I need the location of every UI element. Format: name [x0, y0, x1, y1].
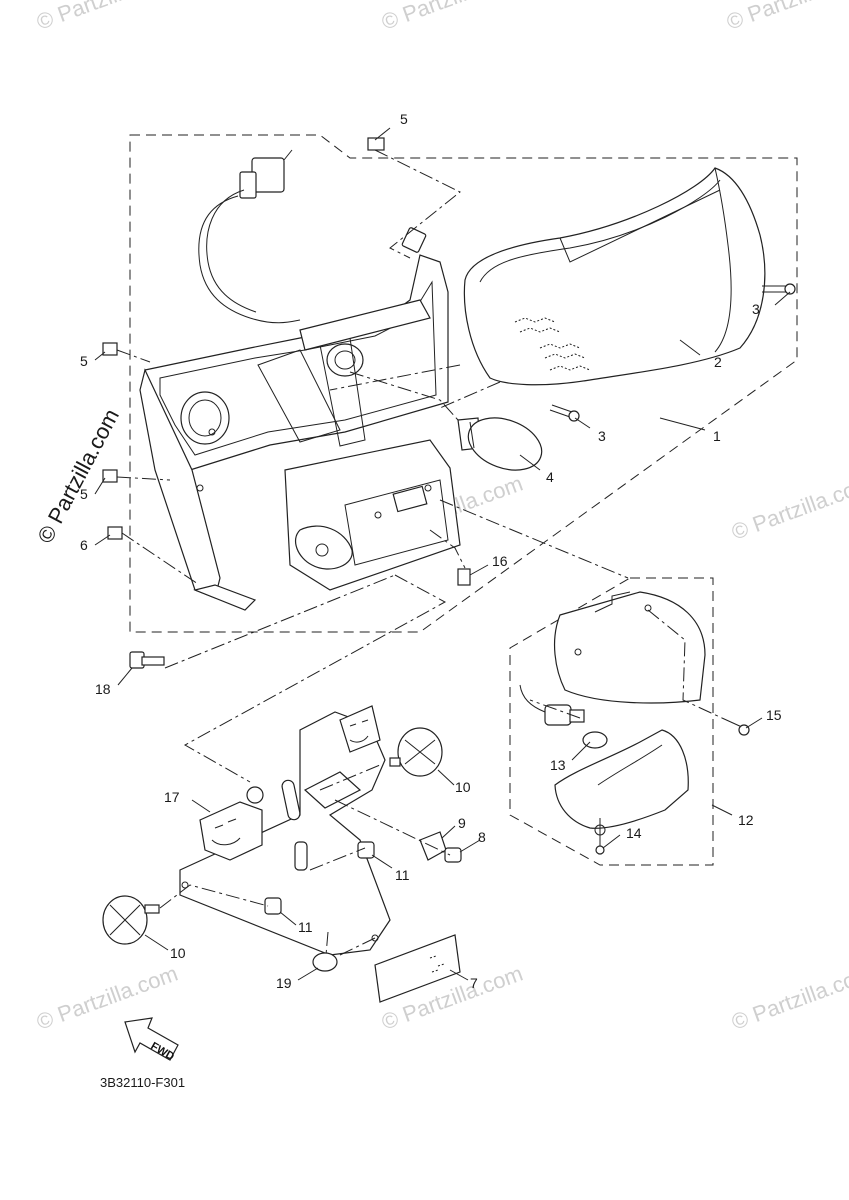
screw-15-icon [721, 717, 750, 736]
watermark: © Partzilla.com [728, 961, 849, 1035]
damper-19-icon [312, 952, 338, 972]
lens-pattern [514, 317, 591, 371]
connector-icon [251, 157, 285, 193]
reflector-7 [374, 934, 461, 1003]
callout-10[interactable]: 10 [455, 779, 471, 795]
callout-5[interactable]: 5 [400, 111, 408, 127]
bulb-socket-right-icon [326, 343, 364, 377]
watermark: © Partzilla [33, 0, 137, 35]
watermark: © Partzilla.com [728, 471, 849, 545]
callout-leaders [94, 127, 791, 981]
callout-16[interactable]: 16 [492, 553, 508, 569]
nut-8-icon [444, 847, 462, 863]
callout-15[interactable]: 15 [766, 707, 782, 723]
callout-9[interactable]: 9 [458, 815, 466, 831]
nut-11-upper-icon [357, 841, 375, 859]
taillight-lens [463, 167, 766, 386]
callout-1[interactable]: 1 [713, 428, 721, 444]
callout-13[interactable]: 13 [550, 757, 566, 773]
callout-18[interactable]: 18 [95, 681, 111, 697]
callout-14[interactable]: 14 [626, 825, 642, 841]
callout-5[interactable]: 5 [80, 353, 88, 369]
grommet-icon [295, 525, 353, 570]
callout-10[interactable]: 10 [170, 945, 186, 961]
collar-9-icon [419, 831, 447, 861]
clip-16-icon [457, 568, 471, 586]
assembly-1-boundary [129, 134, 798, 633]
callout-17[interactable]: 17 [164, 789, 180, 805]
license-bracket [179, 705, 391, 956]
clip-6-icon [107, 526, 123, 540]
reflector-10-upper-icon [389, 727, 443, 777]
taillight-housing [139, 227, 461, 611]
callout-labels: 5 3 2 3 1 4 5 5 6 16 18 15 13 10 17 12 9… [80, 111, 782, 991]
housing-lower-box [284, 439, 461, 591]
connector-lines [116, 149, 723, 956]
bolt-18-icon [129, 651, 165, 669]
bracket-hole-icon [246, 786, 264, 804]
license-light-housing [554, 591, 706, 704]
callout-11[interactable]: 11 [298, 919, 313, 935]
screw-14-icon [595, 818, 605, 855]
socket-13-icon [519, 684, 608, 749]
callout-3[interactable]: 3 [598, 428, 606, 444]
bulb-4-icon [457, 417, 543, 471]
nut-11-lower-icon [264, 897, 282, 915]
callout-4[interactable]: 4 [546, 469, 554, 485]
diagram-code: 3B32110-F301 [100, 1075, 185, 1090]
license-light-lens [554, 729, 689, 836]
callout-6[interactable]: 6 [80, 537, 88, 553]
assembly-12-boundary [509, 577, 714, 866]
screw-3-upper-icon [762, 283, 796, 295]
watermark: © Partzilla [378, 0, 482, 35]
watermark: © Partzilla [723, 0, 827, 35]
clip-5-left-icon [102, 342, 118, 356]
bulb-socket-left-icon [180, 391, 230, 445]
callout-2[interactable]: 2 [714, 354, 722, 370]
clip-5-mid-icon [102, 469, 118, 483]
screw-3-lower-icon [549, 404, 580, 422]
clip-icon [401, 227, 427, 253]
callout-19[interactable]: 19 [276, 975, 292, 991]
reflector-10-lower-icon [102, 895, 160, 945]
connector-plug-icon [239, 171, 257, 199]
callout-5[interactable]: 5 [80, 486, 88, 502]
callout-8[interactable]: 8 [478, 829, 486, 845]
fwd-arrow-icon: FWD [124, 1017, 179, 1063]
wire-harness [198, 149, 301, 324]
watermark: © Partzilla.com [33, 961, 181, 1035]
callout-12[interactable]: 12 [738, 812, 754, 828]
callout-3[interactable]: 3 [752, 301, 760, 317]
callout-11[interactable]: 11 [395, 867, 410, 883]
callout-7[interactable]: 7 [470, 975, 478, 991]
